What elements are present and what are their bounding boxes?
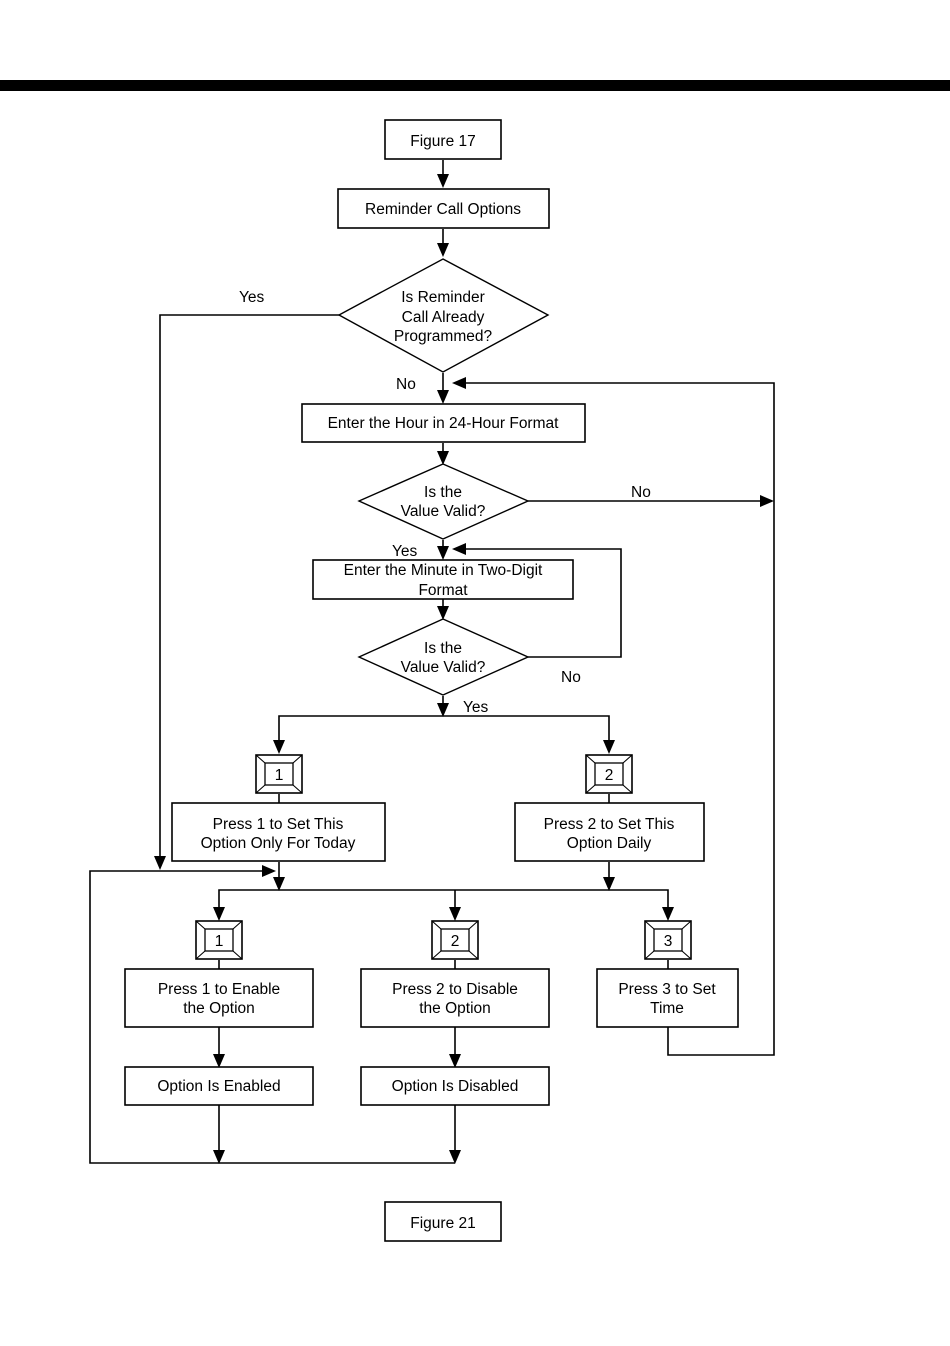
decision-hour-line1: Is the [424, 484, 462, 501]
keypad-key-3-time: 3 [644, 920, 692, 960]
key-2-daily-label: 2 [605, 767, 614, 784]
decision-hour-line2: Value Valid? [401, 503, 486, 520]
keypad-key-2-daily: 2 [585, 754, 633, 794]
label-programmed-no: No [396, 376, 416, 393]
decision-programmed: Is Reminder Call Already Programmed? [337, 258, 550, 373]
press3-time-box: Press 3 to Set Time [596, 968, 739, 1028]
label-minute-no: No [561, 669, 581, 686]
figure-17-box: Figure 17 [384, 119, 502, 160]
press1-today-box: Press 1 to Set This Option Only For Toda… [171, 802, 386, 862]
decision-minute-line2: Value Valid? [401, 659, 486, 676]
press2-daily-box: Press 2 to Set This Option Daily [514, 802, 705, 862]
label-minute-yes: Yes [463, 699, 489, 716]
key-1-today-label: 1 [275, 767, 284, 784]
press2-disable-box: Press 2 to Disable the Option [360, 968, 550, 1028]
keypad-key-1-enable: 1 [195, 920, 243, 960]
press3-time-line1: Press 3 to Set [618, 981, 716, 998]
enter-minute-line2: Format [418, 582, 468, 599]
press1-enable-box: Press 1 to Enable the Option [124, 968, 314, 1028]
decision-minute-valid: Is the Value Valid? [357, 618, 530, 696]
option-disabled-label: Option Is Disabled [392, 1078, 519, 1095]
press3-time-line2: Time [650, 1000, 684, 1017]
reminder-options-box: Reminder Call Options [337, 188, 550, 229]
connectors [89, 160, 775, 1164]
press1-today-line2: Option Only For Today [201, 835, 356, 852]
figure-21-box: Figure 21 [384, 1201, 502, 1242]
keypad-key-2-disable: 2 [431, 920, 479, 960]
enter-minute-line1: Enter the Minute in Two-Digit [344, 562, 543, 579]
decision-programmed-line2: Call Already [402, 309, 485, 326]
reminder-options-label: Reminder Call Options [365, 201, 521, 218]
enter-hour-label: Enter the Hour in 24-Hour Format [328, 415, 560, 432]
press2-daily-line1: Press 2 to Set This [544, 816, 675, 833]
enter-minute-box: Enter the Minute in Two-Digit Format [312, 559, 574, 600]
label-hour-yes: Yes [392, 543, 418, 560]
figure-17-label: Figure 17 [410, 133, 475, 150]
press2-disable-line1: Press 2 to Disable [392, 981, 518, 998]
top-rule [0, 80, 950, 91]
arrowheads [154, 174, 774, 1164]
decision-minute-line1: Is the [424, 640, 462, 657]
label-hour-no: No [631, 484, 651, 501]
decision-hour-valid: Is the Value Valid? [357, 463, 530, 540]
option-enabled-box: Option Is Enabled [124, 1066, 314, 1106]
option-enabled-label: Option Is Enabled [157, 1078, 280, 1095]
press2-disable-line2: the Option [419, 1000, 491, 1017]
decision-programmed-line3: Programmed? [394, 328, 493, 345]
option-disabled-box: Option Is Disabled [360, 1066, 550, 1106]
key-3-time-label: 3 [664, 933, 673, 950]
enter-hour-box: Enter the Hour in 24-Hour Format [301, 403, 586, 443]
figure-21-label: Figure 21 [410, 1215, 475, 1232]
press1-enable-line1: Press 1 to Enable [158, 981, 280, 998]
press1-enable-line2: the Option [183, 1000, 255, 1017]
label-programmed-yes: Yes [239, 289, 265, 306]
key-1-enable-label: 1 [215, 933, 224, 950]
key-2-disable-label: 2 [451, 933, 460, 950]
press2-daily-line2: Option Daily [567, 835, 652, 852]
keypad-key-1-today: 1 [255, 754, 303, 794]
press1-today-line1: Press 1 to Set This [213, 816, 344, 833]
decision-programmed-line1: Is Reminder [401, 289, 485, 306]
